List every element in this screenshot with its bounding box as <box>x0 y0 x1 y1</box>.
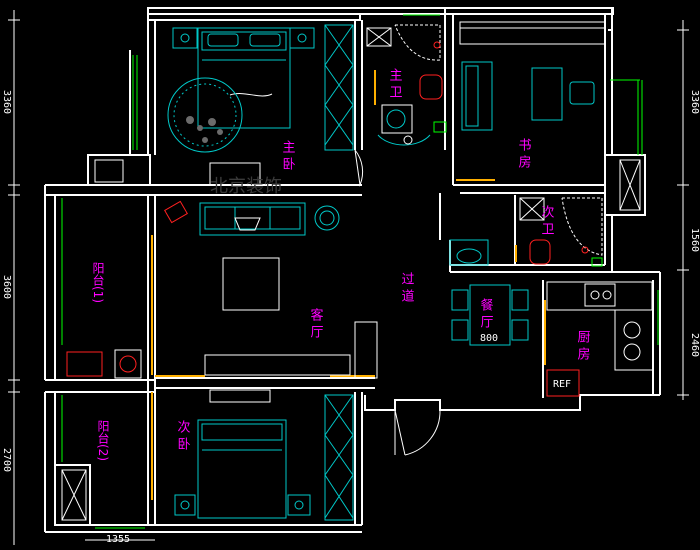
fridge-label: REF <box>553 379 571 390</box>
second-wardrobe <box>324 394 354 521</box>
study-furniture <box>459 21 606 131</box>
master-bed <box>172 27 315 186</box>
windows <box>61 14 659 529</box>
dimension-lines <box>8 10 689 545</box>
watermark: 北京装饰 <box>210 176 282 197</box>
living-tv-cabinet <box>204 321 378 403</box>
second-bed <box>174 419 311 519</box>
dim-bottom: 1355 <box>106 534 130 545</box>
room-label-balcony-2: 阳台(2) <box>96 420 110 461</box>
dining-table-size: 800 <box>480 333 498 344</box>
living-sofa <box>164 200 340 236</box>
room-label-master-bedroom: 主 卧 <box>280 140 296 171</box>
master-rug <box>167 77 243 153</box>
dim-right-bottom: 2460 <box>689 333 700 357</box>
dim-left-bottom: 2700 <box>1 448 12 472</box>
master-bath-fixtures <box>366 24 447 146</box>
room-label-corridor: 过 道 <box>399 272 415 303</box>
living-coffee-table <box>222 257 280 311</box>
storage-cabinets <box>61 159 641 521</box>
dim-left-top: 3360 <box>1 90 12 114</box>
balcony-1-fixtures <box>66 349 142 379</box>
dim-right-top: 3360 <box>689 90 700 114</box>
kitchen-fixtures <box>546 281 654 397</box>
room-label-kitchen: 厨 房 <box>575 330 591 361</box>
room-label-dining: 餐 厅 <box>478 297 494 328</box>
room-label-living: 客 厅 <box>308 307 324 338</box>
room-label-study: 书 房 <box>516 138 532 169</box>
room-label-second-bedroom: 次 卧 <box>175 419 191 450</box>
master-wardrobe <box>324 24 354 151</box>
room-label-balcony-1: 阳台(1) <box>91 262 105 303</box>
dim-left-mid: 3600 <box>1 275 12 299</box>
room-label-second-bath: 次 卫 <box>539 204 555 235</box>
walls <box>44 7 661 533</box>
dining-set <box>451 284 529 346</box>
room-label-master-bath: 主 卫 <box>387 68 403 98</box>
doors <box>151 70 546 500</box>
second-bath-fixtures <box>449 197 603 267</box>
dim-right-mid: 1560 <box>689 228 700 252</box>
